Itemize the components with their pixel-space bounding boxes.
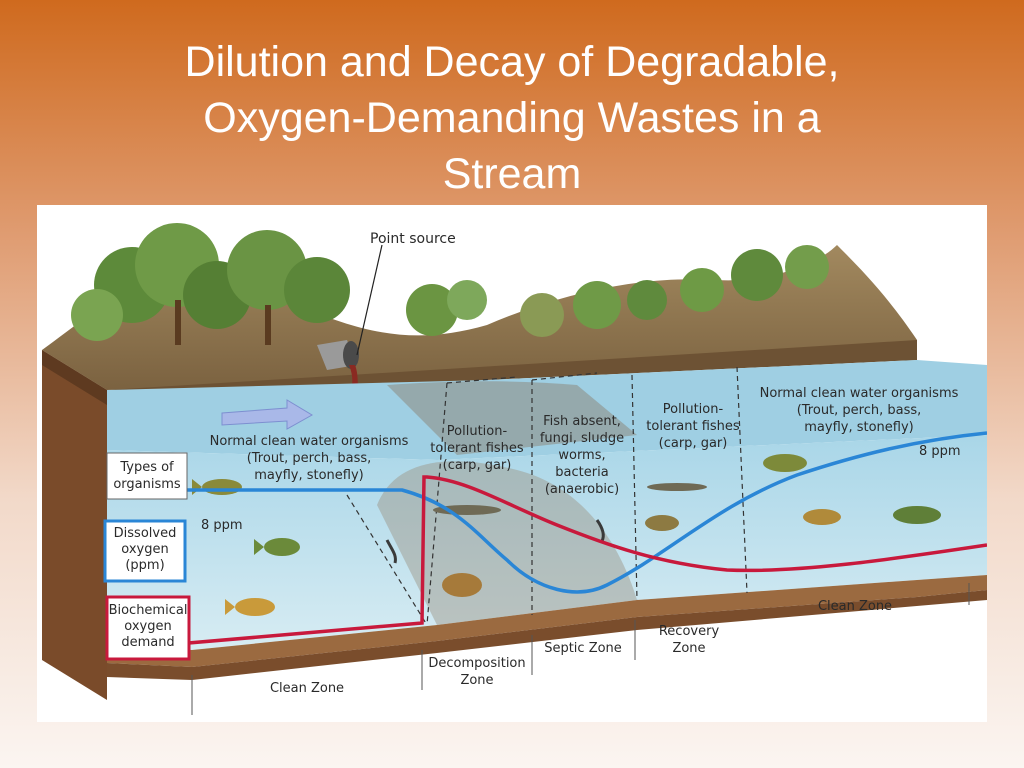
soil-block-side xyxy=(42,350,107,700)
svg-text:tolerant fishes: tolerant fishes xyxy=(646,419,740,434)
svg-text:demand: demand xyxy=(121,635,174,650)
point-source-label: Point source xyxy=(370,231,456,247)
svg-text:Normal clean water organisms: Normal clean water organisms xyxy=(760,386,959,401)
zone-label-recovery: Recovery Zone xyxy=(659,624,720,656)
svg-text:Pollution-: Pollution- xyxy=(447,424,508,439)
svg-text:Recovery: Recovery xyxy=(659,624,720,639)
svg-text:tolerant fishes: tolerant fishes xyxy=(430,441,524,456)
stream-diagram: Point source xyxy=(37,205,987,722)
svg-text:Biochemical: Biochemical xyxy=(109,603,188,618)
svg-text:bacteria: bacteria xyxy=(555,465,608,480)
svg-text:Pollution-: Pollution- xyxy=(663,402,724,417)
svg-text:Normal clean water organisms: Normal clean water organisms xyxy=(210,434,409,449)
svg-text:Types of: Types of xyxy=(119,460,174,475)
types-of-organisms-box: Types of organisms xyxy=(107,453,187,499)
svg-text:oxygen: oxygen xyxy=(121,542,168,557)
ppm-left-label: 8 ppm xyxy=(201,518,243,533)
zone-label-septic: Septic Zone xyxy=(544,641,622,656)
zone-label-clean-left: Clean Zone xyxy=(270,681,344,696)
svg-text:(carp, gar): (carp, gar) xyxy=(443,458,512,473)
svg-text:Dissolved: Dissolved xyxy=(114,526,177,541)
svg-text:oxygen: oxygen xyxy=(124,619,171,634)
svg-text:fungi, sludge: fungi, sludge xyxy=(540,431,624,446)
svg-text:worms,: worms, xyxy=(558,448,605,463)
dissolved-oxygen-box: Dissolved oxygen (ppm) xyxy=(105,521,185,581)
svg-text:organisms: organisms xyxy=(113,477,181,492)
svg-text:Decomposition: Decomposition xyxy=(428,656,525,671)
ppm-right-label: 8 ppm xyxy=(919,444,961,459)
slide-title: Dilution and Decay of Degradable, Oxygen… xyxy=(0,34,1024,202)
svg-text:(ppm): (ppm) xyxy=(125,558,164,573)
svg-text:Fish absent,: Fish absent, xyxy=(543,414,621,429)
bod-box: Biochemical oxygen demand xyxy=(107,597,189,659)
svg-text:(anaerobic): (anaerobic) xyxy=(545,482,619,497)
svg-text:mayfly, stonefly): mayfly, stonefly) xyxy=(804,420,913,435)
svg-text:mayfly, stonefly): mayfly, stonefly) xyxy=(254,468,363,483)
svg-text:(Trout, perch, bass,: (Trout, perch, bass, xyxy=(247,451,372,466)
zone-label-decomposition: Decomposition Zone xyxy=(428,656,525,688)
svg-text:Zone: Zone xyxy=(460,673,493,688)
svg-text:(Trout, perch, bass,: (Trout, perch, bass, xyxy=(797,403,922,418)
svg-text:Zone: Zone xyxy=(672,641,705,656)
svg-text:(carp, gar): (carp, gar) xyxy=(659,436,728,451)
zone-label-clean-right: Clean Zone xyxy=(818,599,892,614)
